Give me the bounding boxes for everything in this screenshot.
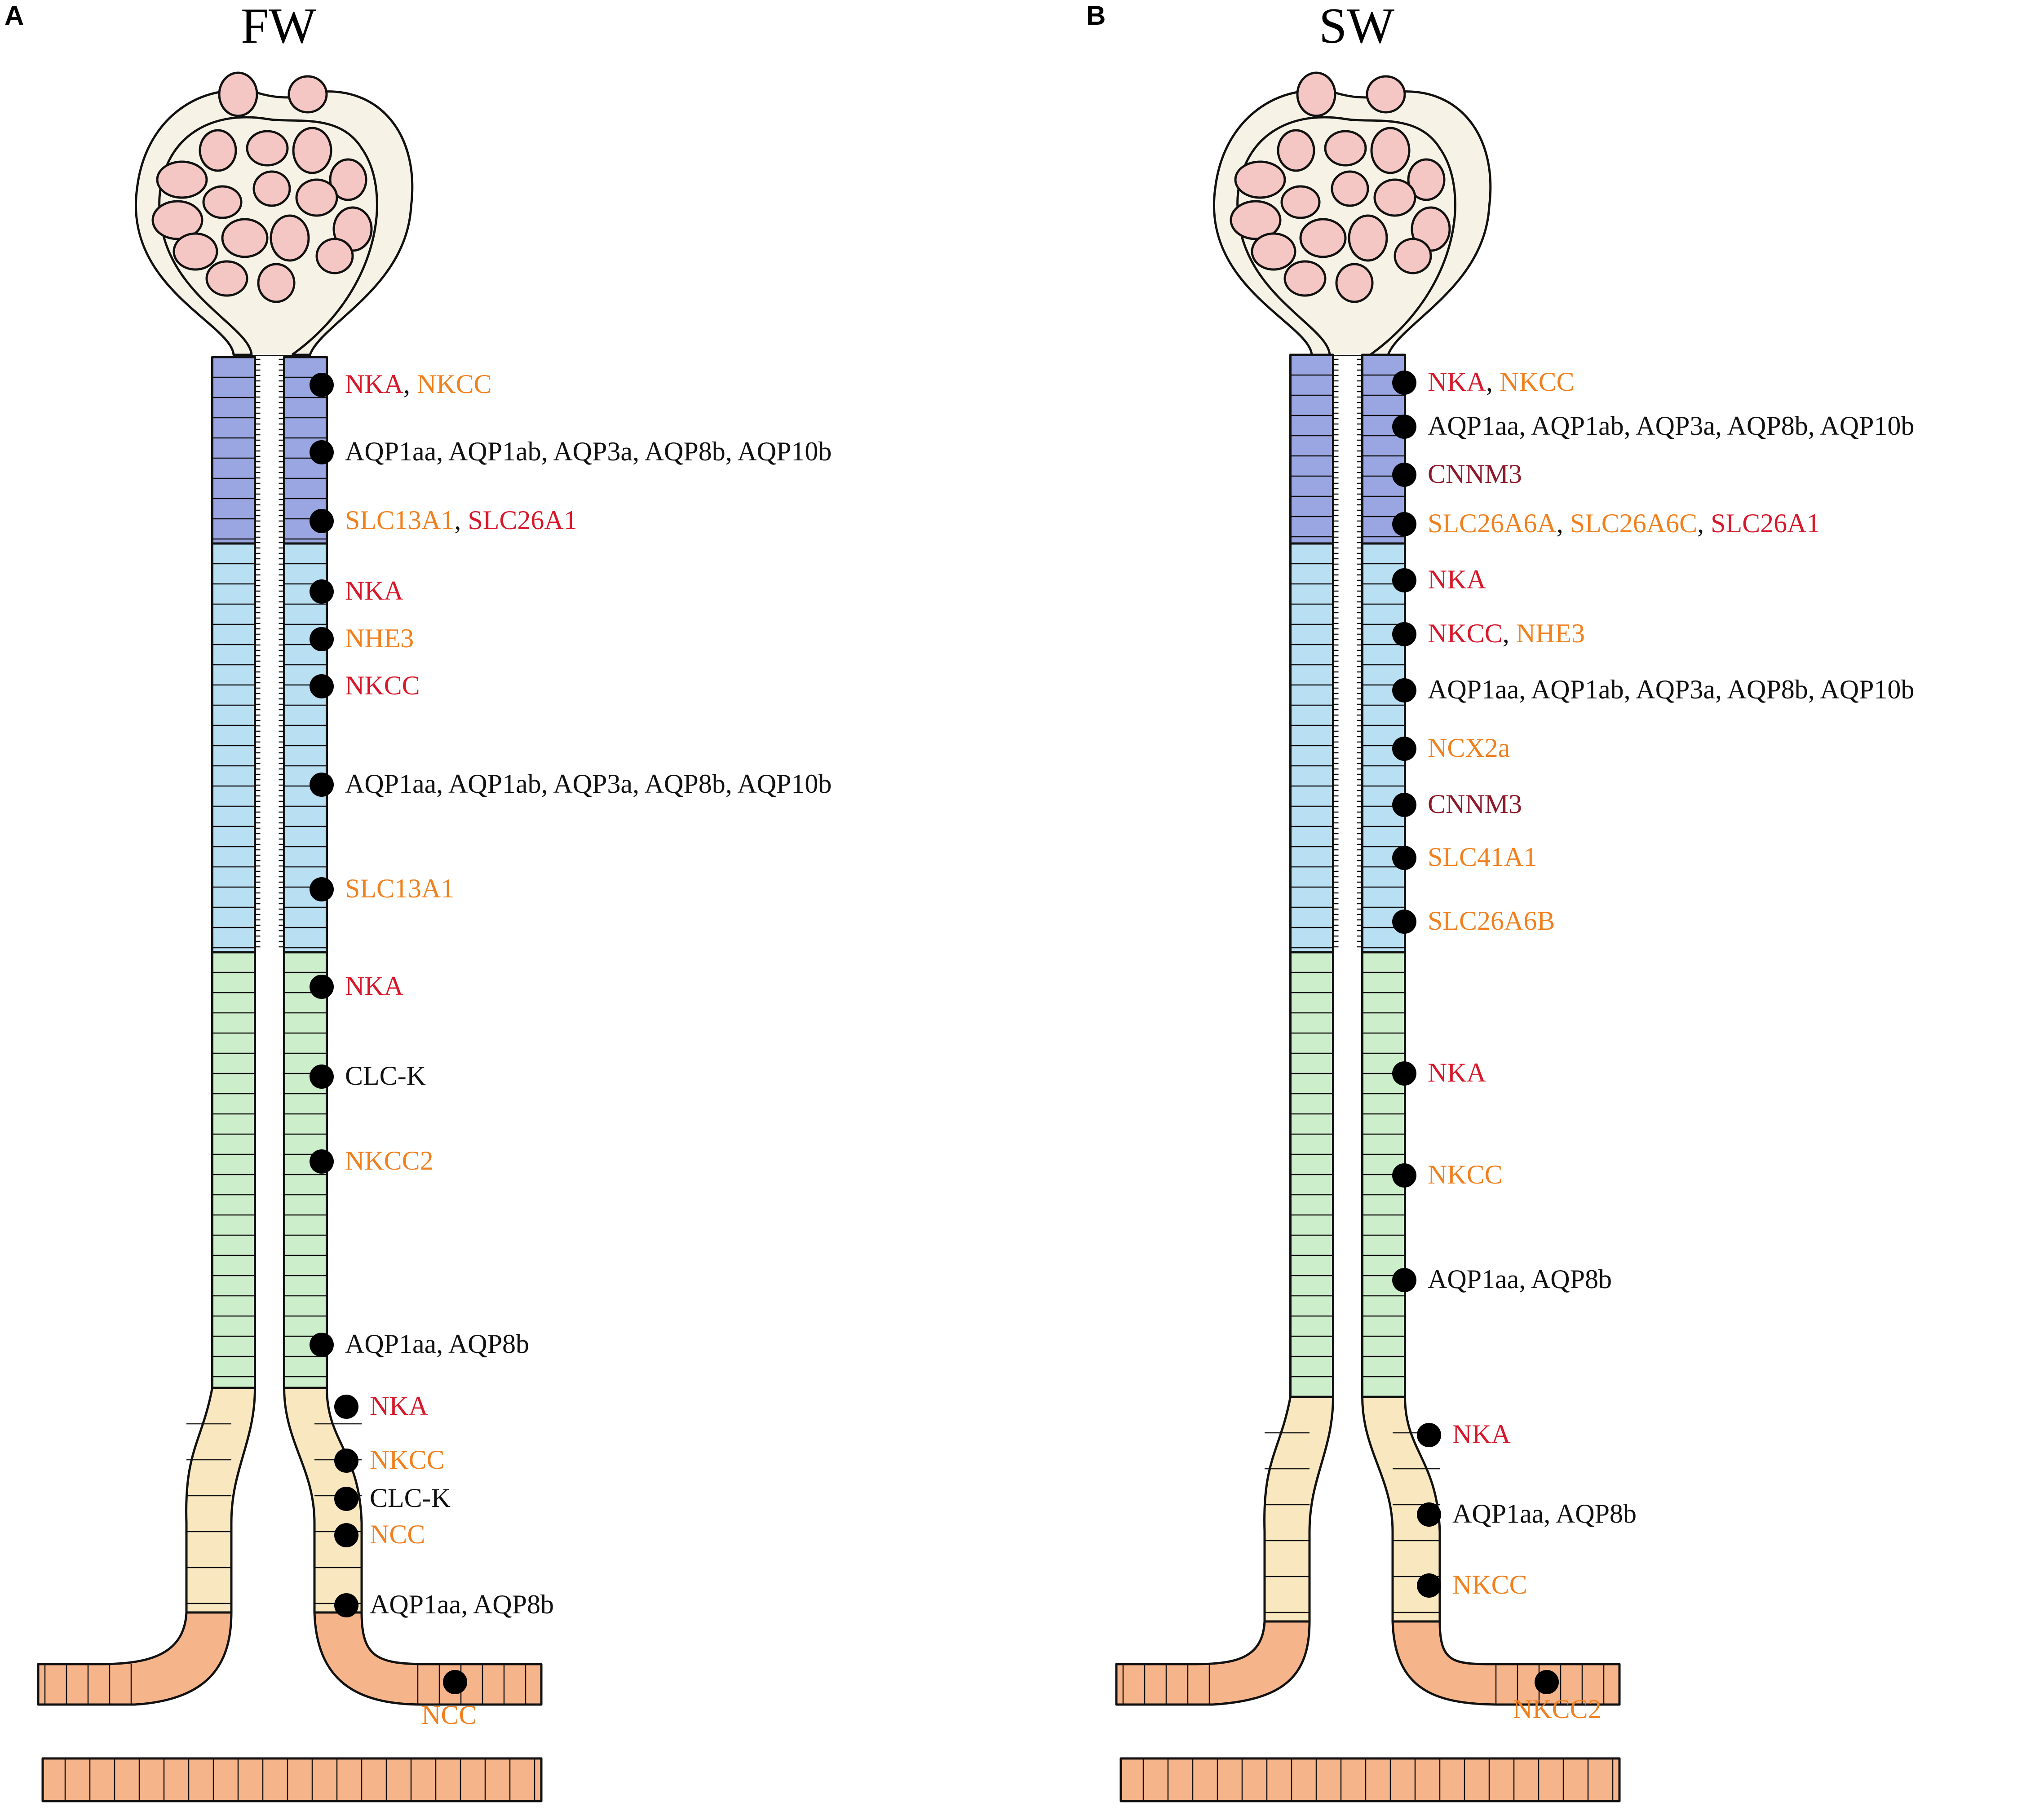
transporter-marker: [310, 1149, 334, 1174]
transporter-label: AQP1aa, AQP1ab, AQP3a, AQP8b, AQP10b: [1428, 675, 1914, 704]
transporter-marker: [310, 509, 334, 533]
transporter-label: CLC-K: [370, 1483, 451, 1513]
transporter-label: NKCC2: [1513, 1694, 1602, 1724]
transporter-marker: [1392, 1268, 1416, 1292]
transporter-marker: [310, 975, 334, 999]
panel-letter: B: [1086, 0, 1106, 31]
transporter-marker: [443, 1670, 467, 1694]
transporter-label: CNNM3: [1428, 459, 1522, 489]
transporter-marker: [334, 1449, 358, 1473]
transporter-marker: [1392, 910, 1416, 934]
transporter-label: NKA, NKCC: [1428, 367, 1575, 397]
transporter-marker: [1392, 371, 1416, 395]
transporter-label: SLC13A1: [345, 874, 454, 903]
transporter-marker: [1417, 1502, 1441, 1527]
transporter-label: NKCC2: [345, 1146, 434, 1175]
panel-title: SW: [1319, 0, 1394, 54]
transporter-label: NKA: [370, 1391, 428, 1421]
transporter-label: NKCC: [1428, 1160, 1503, 1189]
transporter-label: CLC-K: [345, 1061, 426, 1091]
transporter-marker: [1392, 463, 1416, 487]
transporter-label: NKCC: [370, 1445, 445, 1475]
transporter-marker: [1392, 737, 1416, 761]
transporter-marker: [310, 1065, 334, 1089]
transporter-label: SLC26A6B: [1428, 906, 1555, 936]
transporter-label: NKA, NKCC: [345, 369, 492, 399]
panel-title: FW: [241, 0, 316, 54]
transporter-marker: [1417, 1423, 1441, 1447]
transporter-label: SLC13A1, SLC26A1: [345, 505, 577, 535]
transporter-label: NKA: [345, 971, 403, 1001]
transporter-marker: [1392, 846, 1416, 870]
transporter-label: AQP1aa, AQP8b: [370, 1590, 554, 1619]
transporter-label: NKCC: [345, 671, 420, 700]
transporter-marker: [310, 877, 334, 901]
transporter-marker: [1392, 1061, 1416, 1086]
transporter-marker: [310, 579, 334, 604]
transporter-label: NCC: [370, 1519, 425, 1549]
panel-fw: A FW NKA, NKCC AQP1aa, AQP1ab, AQP3a, AQP8b…: [4, 0, 832, 1802]
transporter-label: CNNM3: [1428, 789, 1522, 819]
transporter-label: AQP1aa, AQP1ab, AQP3a, AQP8b, AQP10b: [1428, 411, 1914, 441]
transporter-label: AQP1aa, AQP8b: [1452, 1499, 1637, 1528]
transporter-label: AQP1aa, AQP1ab, AQP3a, AQP8b, AQP10b: [345, 769, 832, 799]
transporter-marker: [334, 1487, 358, 1511]
transporter-label: NCC: [421, 1700, 477, 1730]
transporter-label: NKCC: [1452, 1570, 1527, 1599]
transporter-label: NKA: [345, 576, 403, 605]
transporter-marker: [310, 674, 334, 698]
panel-letter: A: [4, 0, 24, 31]
transporter-marker: [334, 1523, 358, 1547]
transporter-label: NKA: [1428, 565, 1486, 594]
transporter-marker: [334, 1395, 358, 1419]
transporter-label: AQP1aa, AQP8b: [1428, 1264, 1612, 1294]
transporter-label: AQP1aa, AQP8b: [345, 1329, 529, 1359]
transporter-marker: [1392, 1163, 1416, 1188]
transporter-marker: [1392, 678, 1416, 702]
transporter-marker: [1392, 793, 1416, 817]
transporter-label: NHE3: [345, 623, 414, 653]
transporter-label: NKA: [1452, 1419, 1511, 1449]
transporter-label: SLC26A6A, SLC26A6C, SLC26A1: [1428, 508, 1820, 538]
transporter-marker: [1535, 1670, 1559, 1694]
transporter-marker: [310, 373, 334, 397]
transporter-marker: [1392, 622, 1416, 646]
transporter-marker: [1417, 1573, 1441, 1598]
transporter-label: AQP1aa, AQP1ab, AQP3a, AQP8b, AQP10b: [345, 437, 832, 466]
transporter-marker: [310, 1333, 334, 1357]
transporter-marker: [310, 440, 334, 464]
transporter-marker: [1392, 512, 1416, 536]
transporter-marker: [310, 773, 334, 797]
transporter-marker: [1392, 568, 1416, 592]
transporter-label: NKCC, NHE3: [1428, 618, 1585, 648]
transporter-marker: [1392, 415, 1416, 439]
transporter-label: NKA: [1428, 1058, 1486, 1087]
transporter-label: SLC41A1: [1428, 842, 1537, 872]
transporter-marker: [310, 627, 334, 651]
transporter-label: NCX2a: [1428, 733, 1510, 763]
transporter-marker: [334, 1593, 358, 1617]
panel-sw: B SW NKA, NKCC AQP1aa, AQP1ab, AQP3a, AQP8b…: [1086, 0, 1914, 1802]
